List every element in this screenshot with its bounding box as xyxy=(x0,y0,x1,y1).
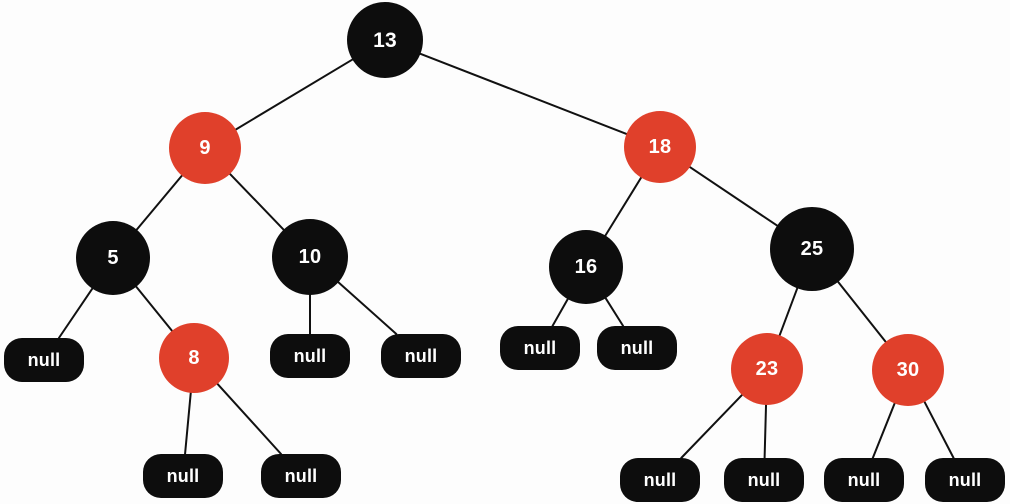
tree-node-label: 13 xyxy=(373,28,397,52)
tree-node-label: 16 xyxy=(574,256,598,278)
null-leaf-label: null xyxy=(166,466,200,486)
tree-null-leaf[interactable]: null xyxy=(925,458,1005,502)
tree-node-23[interactable]: 23 xyxy=(731,333,803,405)
null-leaf-label: null xyxy=(27,350,61,370)
tree-null-leaf[interactable]: null xyxy=(270,334,350,378)
tree-node-5[interactable]: 5 xyxy=(76,221,150,295)
tree-edge xyxy=(184,391,192,455)
null-leaf-label: null xyxy=(643,470,677,490)
tree-node-label: 9 xyxy=(199,137,211,159)
tree-edge xyxy=(680,393,744,459)
tree-edge xyxy=(778,287,799,337)
tree-node-10[interactable]: 10 xyxy=(272,219,348,295)
null-leaf-label: null xyxy=(620,338,654,358)
null-leaf-label: null xyxy=(747,470,781,490)
tree-edge xyxy=(551,298,569,327)
tree-null-leaf[interactable]: null xyxy=(500,326,580,370)
null-leaf-label: null xyxy=(293,346,327,366)
tree-null-leaf[interactable]: null xyxy=(143,454,223,498)
tree-node-label: 30 xyxy=(896,359,920,381)
tree-edge xyxy=(135,174,183,231)
tree-edge xyxy=(923,400,955,459)
null-leaf-label: null xyxy=(948,470,982,490)
tree-edge xyxy=(234,58,354,131)
tree-edge xyxy=(337,281,398,335)
tree-edge xyxy=(604,297,625,327)
tree-edge xyxy=(216,382,283,455)
tree-null-leaf[interactable]: null xyxy=(724,458,804,502)
tree-edge xyxy=(871,402,896,459)
tree-edge xyxy=(228,172,285,231)
tree-node-label: 5 xyxy=(107,247,119,269)
tree-node-label: 8 xyxy=(188,347,200,369)
tree-node-label: 25 xyxy=(800,238,824,260)
tree-null-leaf[interactable]: null xyxy=(824,458,904,502)
null-leaf-label: null xyxy=(523,338,557,358)
tree-node-label: 18 xyxy=(648,136,672,158)
tree-edge xyxy=(763,403,768,459)
tree-edge xyxy=(135,285,173,332)
tree-null-leaf[interactable]: null xyxy=(381,334,461,378)
tree-node-16[interactable]: 16 xyxy=(549,230,623,304)
tree-node-13[interactable]: 13 xyxy=(347,2,423,78)
tree-edge xyxy=(57,287,94,339)
null-leaf-label: null xyxy=(284,466,318,486)
tree-node-25[interactable]: 25 xyxy=(770,207,854,291)
tree-null-leaf[interactable]: null xyxy=(620,458,700,502)
tree-null-leaf[interactable]: null xyxy=(4,338,84,382)
tree-node-9[interactable]: 9 xyxy=(169,112,241,184)
tree-node-30[interactable]: 30 xyxy=(872,334,944,406)
tree-node-label: 23 xyxy=(755,358,779,380)
tree-edge xyxy=(688,166,779,227)
tree-null-leaf[interactable]: null xyxy=(597,326,677,370)
tree-edge xyxy=(604,176,643,237)
null-leaf-label: null xyxy=(404,346,438,366)
tree-null-leaf[interactable]: null xyxy=(261,454,341,498)
tree-node-label: 10 xyxy=(298,246,322,268)
null-leaf-label: null xyxy=(847,470,881,490)
tree-edge xyxy=(419,52,628,135)
tree-edge xyxy=(837,280,887,343)
tree-node-8[interactable]: 8 xyxy=(159,323,229,393)
tree-node-18[interactable]: 18 xyxy=(624,111,696,183)
